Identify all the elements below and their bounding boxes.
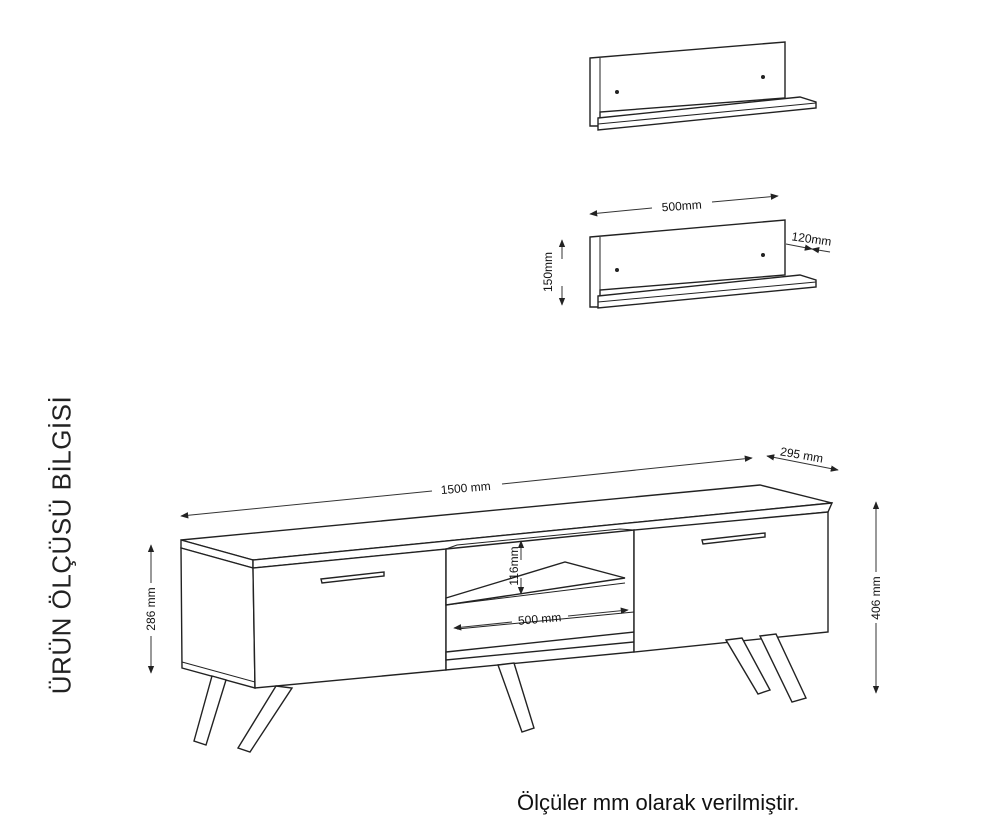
shelf-width-label: 500mm bbox=[661, 198, 702, 215]
screw-hole-icon bbox=[761, 253, 765, 257]
shelf-height-label: 150mm bbox=[541, 252, 555, 292]
compartment-height-label: 116mm bbox=[507, 546, 521, 585]
tv-body-height-label: 286 mm bbox=[144, 587, 158, 630]
tv-unit: 1500 mm 295 mm 286 mm 406 mm 116mm 500 m… bbox=[144, 444, 883, 753]
wall-shelf-dimensioned: 500mm 120mm 150mm bbox=[541, 193, 833, 309]
units-note: Ölçüler mm olarak verilmiştir. bbox=[517, 790, 800, 815]
screw-hole-icon bbox=[615, 90, 619, 94]
wall-shelf-top bbox=[589, 41, 817, 131]
screw-hole-icon bbox=[615, 268, 619, 272]
tv-total-height-label: 406 mm bbox=[869, 576, 883, 619]
compartment-width-label: 500 mm bbox=[517, 610, 561, 628]
screw-hole-icon bbox=[761, 75, 765, 79]
tv-width-label: 1500 mm bbox=[440, 479, 491, 497]
shelf-depth-label: 120mm bbox=[791, 229, 833, 248]
